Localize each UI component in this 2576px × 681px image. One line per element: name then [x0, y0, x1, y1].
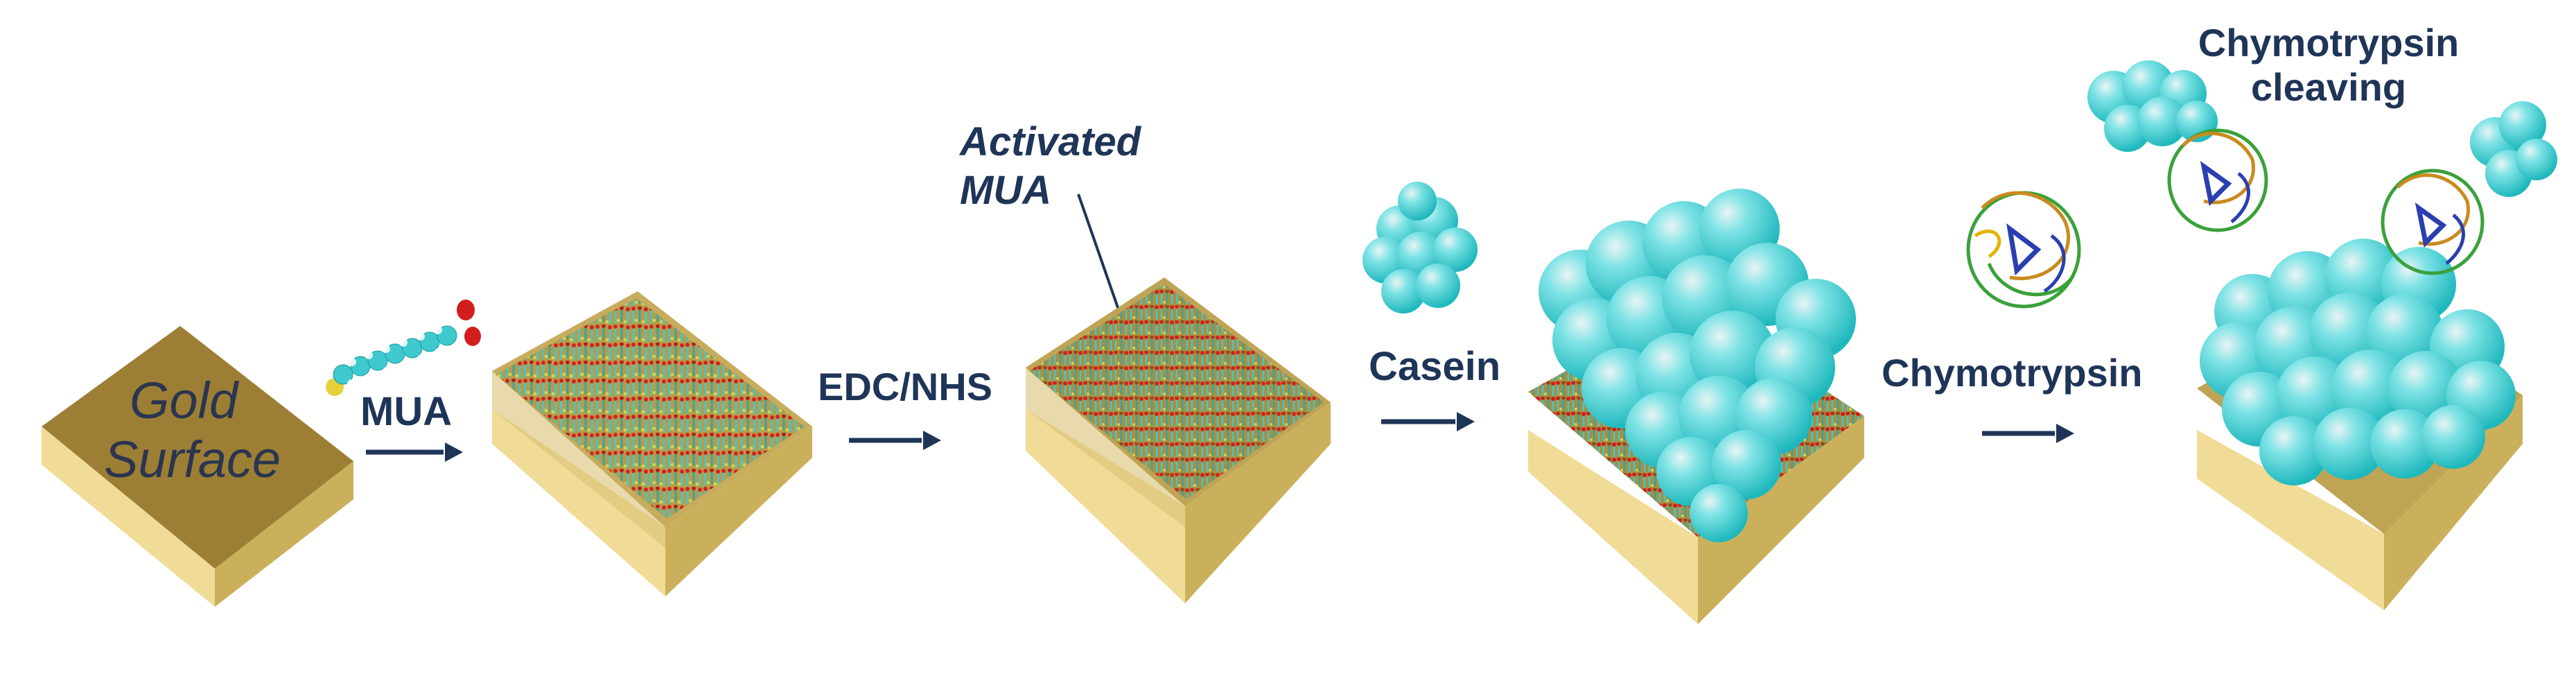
mua-monolayer-block — [492, 291, 812, 596]
chymotrypsin-enzyme-icon — [1966, 191, 2081, 309]
cleaved-casein-block — [2197, 239, 2523, 610]
chymotrypsin-enzyme-icon — [2381, 169, 2485, 275]
activated-mua-label-line1: Activated — [960, 119, 1141, 164]
activated-mua-label: Activated MUA — [960, 118, 1141, 214]
chymotrypsin-cleaving-label-line1: Chymotrypsin — [2198, 21, 2460, 64]
casein-label: Casein — [1369, 344, 1501, 389]
gold-surface-block — [42, 326, 353, 607]
casein-layer — [1539, 189, 1856, 542]
mua-label: MUA — [360, 389, 453, 434]
activated-mua-block — [1026, 277, 1331, 603]
casein-fragment — [2470, 101, 2557, 197]
arrow-right-icon — [1381, 412, 1475, 431]
activated-mua-pointer — [1077, 193, 1123, 318]
edc-nhs-label: EDC/NHS — [818, 365, 993, 408]
chymotrypsin-label: Chymotrypsin — [1882, 351, 2143, 395]
arrow-right-icon — [1982, 424, 2074, 443]
casein-coated-block — [1528, 189, 1864, 624]
arrow-right-icon — [849, 431, 941, 450]
casein-protein-icon — [1363, 182, 1478, 313]
arrow-right-icon — [366, 442, 463, 462]
activated-mua-label-line2: MUA — [960, 167, 1052, 213]
gold-surface-label-line2: Surface — [104, 431, 281, 489]
casein-fragment — [2087, 60, 2218, 152]
mua-molecule-icon — [326, 300, 481, 396]
chymotrypsin-enzyme-icon — [2167, 128, 2268, 232]
gold-surface-label-line1: Gold — [129, 372, 238, 429]
chymotrypsin-cleaving-label: Chymotrypsin cleaving — [2176, 21, 2481, 110]
gold-surface-label: Gold Surface — [104, 371, 281, 489]
chymotrypsin-cleaving-label-line2: cleaving — [2250, 65, 2407, 110]
